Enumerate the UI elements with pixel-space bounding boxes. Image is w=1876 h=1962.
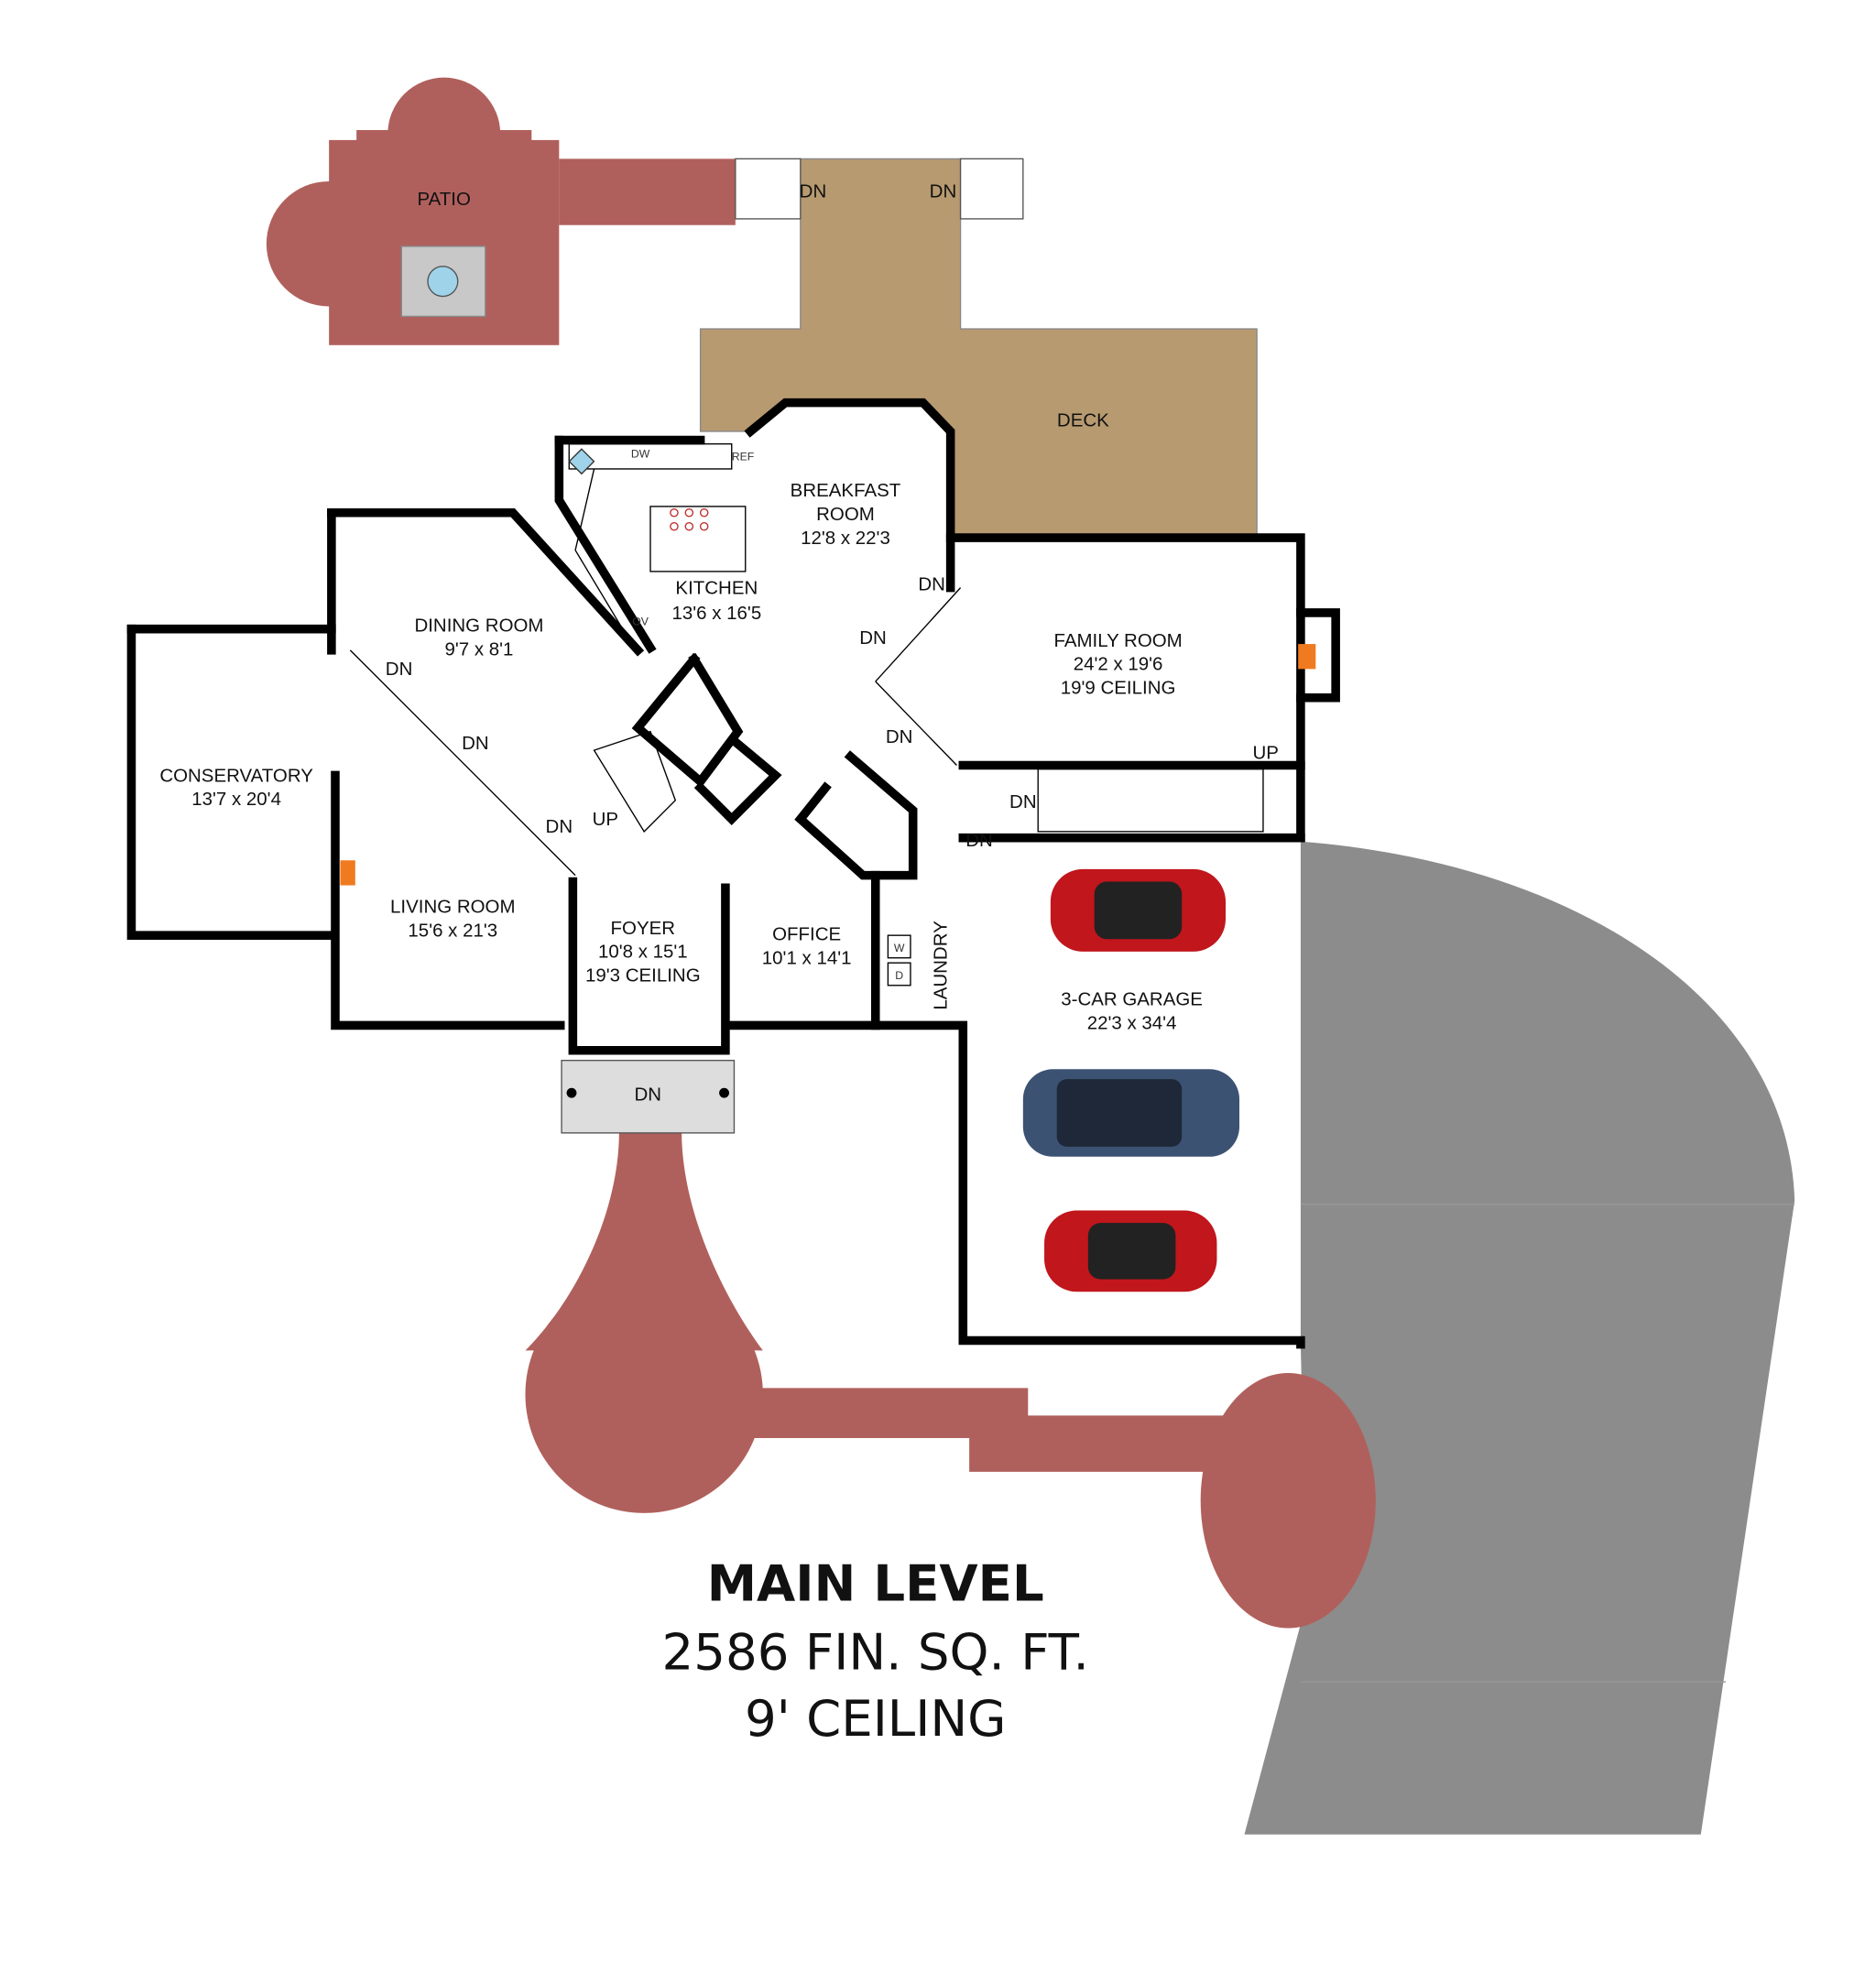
car-blue	[1022, 1069, 1240, 1157]
deck-label: DECK	[1057, 410, 1109, 431]
finished-area: 2586 FIN. SQ. FT.	[662, 1623, 1089, 1682]
breakfast-room-label: BREAKFAST	[791, 480, 901, 501]
patio-label: PATIO	[418, 189, 471, 210]
oven-label: OV	[632, 616, 649, 628]
cooktop-burners	[670, 507, 709, 531]
dining-room-dims: 9'7 x 8'1	[444, 638, 513, 659]
deck-stairs	[735, 158, 1024, 220]
kitchen-dims: 13'6 x 16'5	[671, 603, 761, 624]
foyer-dims: 10'8 x 15'1	[598, 942, 688, 963]
dining-room-label: DINING ROOM	[414, 615, 543, 636]
breakfast-room-label: ROOM	[816, 504, 875, 525]
car-red-bottom	[1044, 1210, 1217, 1292]
kitchen-label: KITCHEN	[675, 577, 758, 598]
svg-text:DN: DN	[859, 627, 887, 649]
living-room-label: LIVING ROOM	[390, 897, 515, 918]
breakfast-room-dims: 12'8 x 22'3	[801, 528, 890, 549]
svg-text:DN: DN	[546, 816, 573, 837]
svg-text:UP: UP	[1252, 743, 1278, 764]
garage-label: 3-CAR GARAGE	[1061, 989, 1203, 1010]
family-room-dims: 24'2 x 19'6	[1074, 654, 1163, 675]
foyer-label: FOYER	[611, 918, 676, 939]
svg-text:UP: UP	[593, 809, 618, 830]
conservatory-dims: 13'7 x 20'4	[191, 789, 281, 810]
conservatory-label: CONSERVATORY	[159, 765, 313, 786]
refrigerator-label: REF	[732, 450, 755, 463]
front-porch	[561, 1060, 736, 1134]
kitchen-sink	[568, 448, 595, 475]
svg-text:DN: DN	[886, 726, 913, 747]
stair-labels: DN DN DN UP DN DN DN DN DN UP	[386, 573, 1279, 851]
svg-text:DN: DN	[1009, 791, 1037, 812]
ceiling-height: 9' CEILING	[745, 1689, 1006, 1748]
svg-text:DN: DN	[918, 573, 945, 594]
fireplace-icon	[1298, 644, 1316, 670]
front-walkway	[525, 1131, 1376, 1629]
driveway	[1244, 841, 1795, 1835]
svg-text:DN: DN	[386, 659, 413, 680]
garage-dims: 22'3 x 34'4	[1087, 1013, 1177, 1034]
svg-text:DN: DN	[965, 830, 993, 851]
office-dims: 10'1 x 14'1	[762, 948, 852, 969]
patio	[266, 77, 736, 345]
fireplace-icon	[340, 860, 355, 886]
interior-lines	[349, 442, 1264, 877]
dryer-label: D	[895, 969, 903, 982]
svg-text:DN: DN	[462, 733, 489, 754]
dn-label: DN	[800, 181, 827, 202]
fountain-pool	[427, 266, 459, 298]
laundry-label: LAUNDRY	[931, 921, 952, 1010]
washer-label: W	[894, 942, 905, 954]
car-red-top	[1050, 868, 1226, 952]
dn-label: DN	[930, 181, 957, 202]
walls	[126, 398, 1340, 1349]
level-title: MAIN LEVEL	[707, 1553, 1044, 1612]
office-label: OFFICE	[772, 924, 841, 945]
family-room-ceiling: 19'9 CEILING	[1061, 678, 1176, 699]
dn-label: DN	[634, 1084, 661, 1105]
dishwasher-label: DW	[631, 448, 650, 461]
family-room-label: FAMILY ROOM	[1053, 630, 1182, 651]
foyer-ceiling: 19'3 CEILING	[585, 965, 701, 986]
living-room-dims: 15'6 x 21'3	[408, 921, 497, 942]
